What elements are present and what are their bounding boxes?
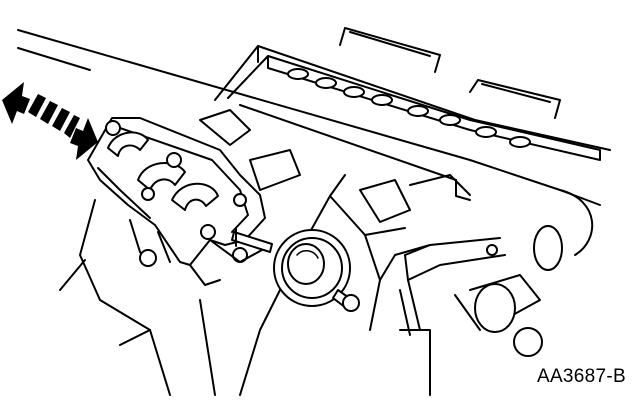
cap-bolt — [105, 120, 121, 136]
engine-block — [17, 29, 611, 396]
crankshaft-nose — [454, 189, 594, 357]
manifold-port — [371, 94, 393, 106]
figure-id-label: AA3687-B — [536, 366, 626, 387]
main-bearing-half — [107, 131, 149, 157]
main-bearing-half — [137, 161, 186, 191]
dial-indicator-icon — [231, 227, 360, 312]
manifold-port — [439, 114, 461, 126]
manifold-port — [509, 136, 531, 148]
manifold-port — [287, 68, 309, 80]
manifold-port — [315, 77, 337, 89]
main-bearing-half — [171, 182, 219, 211]
cap-bolt — [200, 224, 216, 240]
manifold-port — [407, 105, 429, 117]
manifold-port — [475, 126, 497, 138]
double-dashed-arrow-icon — [2, 82, 98, 160]
support-bracket — [399, 237, 506, 336]
cap-bolt — [141, 187, 155, 201]
cap-bolt — [233, 193, 247, 207]
cap-bolt — [166, 152, 182, 168]
bearing-cap-assembly — [87, 117, 266, 286]
manifold-port — [343, 86, 365, 98]
intake-manifold — [267, 27, 601, 161]
